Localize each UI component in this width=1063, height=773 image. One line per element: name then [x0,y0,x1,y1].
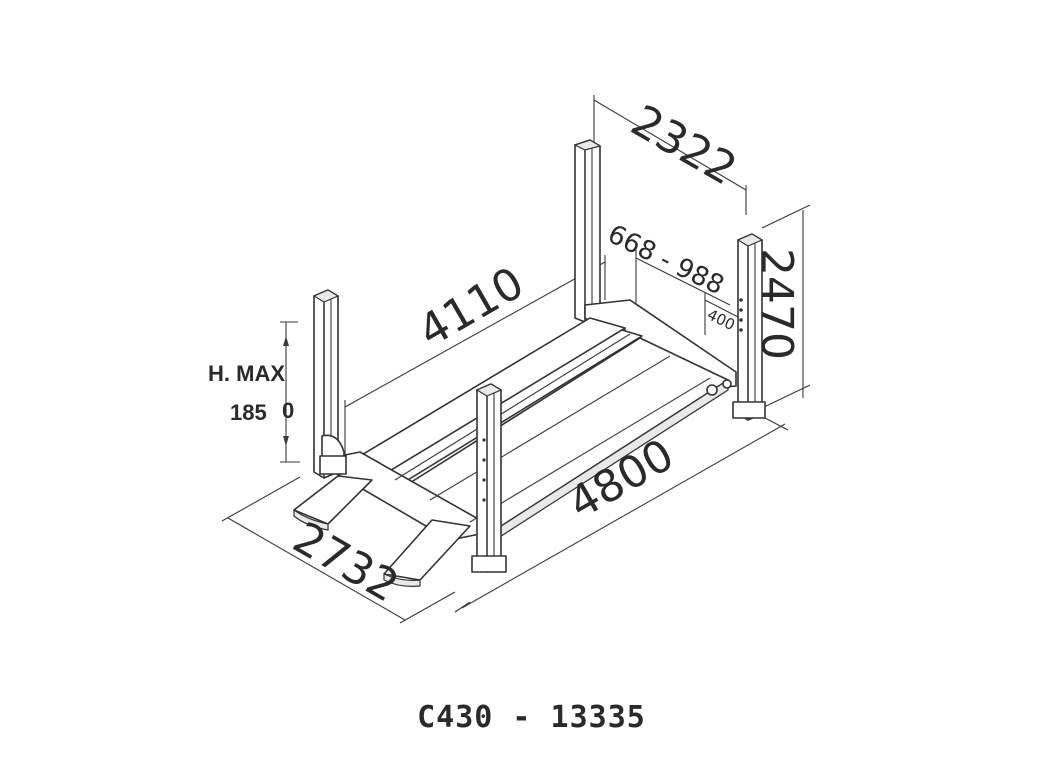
dim-height: 2470 [751,248,802,360]
front-right-column [471,383,507,573]
rear-right-column [732,233,766,421]
max-height-label: H. MAX [208,361,285,386]
ramps [293,475,471,587]
front-left-column [312,289,347,479]
dim-overall-width: 2732 [285,512,407,612]
dim-width-top: 2322 [623,95,745,195]
dim-runway-gap: 668 - 988 [603,219,729,301]
dimension-lines [221,95,811,624]
max-height-value: 185 [230,400,267,425]
rear-left-column [573,139,602,323]
model-caption: C430 - 13335 [417,700,646,735]
max-height-unit: 0 [282,398,294,423]
dim-inner-length: 4110 [410,257,532,357]
dim-runway-width: 400 [704,305,738,334]
runways [329,299,737,542]
